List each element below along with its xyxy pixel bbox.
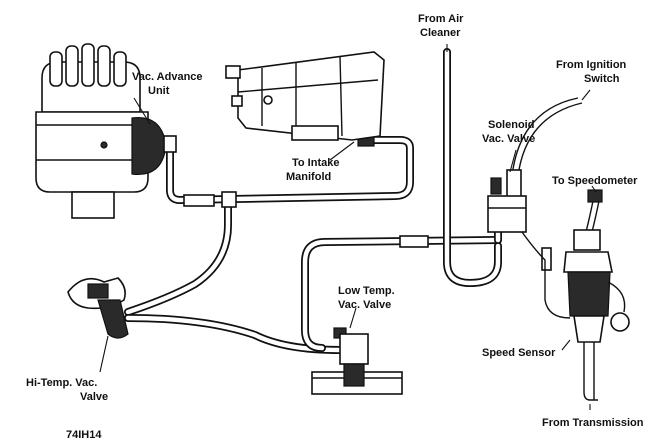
hi-temp-vac-valve bbox=[67, 277, 129, 339]
ignition-switch-label-2: Switch bbox=[584, 73, 620, 85]
leader-lines bbox=[99, 44, 597, 410]
low-temp-label-1: Low Temp. bbox=[338, 285, 395, 297]
low-temp-label-2: Vac. Valve bbox=[338, 299, 391, 311]
labels: Vac. Advance Unit To Intake Manifold Fro… bbox=[26, 13, 644, 441]
speed-sensor bbox=[563, 189, 630, 401]
vacuum-hoses bbox=[124, 48, 502, 354]
figure-code: 74IH14 bbox=[66, 429, 102, 441]
intake-manifold-label-2: Manifold bbox=[286, 171, 331, 183]
vac-advance-unit bbox=[131, 116, 177, 176]
low-temp-vac-valve bbox=[311, 327, 403, 395]
solenoid-label-2: Vac. Valve bbox=[482, 133, 535, 145]
hi-temp-label-2: Valve bbox=[80, 391, 108, 403]
intake-manifold-label-1: To Intake bbox=[292, 157, 339, 169]
vac-advance-label-2: Unit bbox=[148, 85, 170, 97]
carburetor bbox=[225, 51, 385, 141]
hose-couplings bbox=[183, 134, 552, 271]
hi-temp-label-1: Hi-Temp. Vac. bbox=[26, 377, 97, 389]
air-cleaner-label-2: Cleaner bbox=[420, 27, 461, 39]
solenoid-vac-valve bbox=[487, 97, 583, 233]
distributor bbox=[35, 43, 149, 219]
solenoid-label-1: Solenoid bbox=[488, 119, 534, 131]
transmission-label: From Transmission bbox=[542, 417, 644, 429]
sensor-wire bbox=[521, 231, 571, 319]
air-cleaner-label-1: From Air bbox=[418, 13, 464, 25]
ignition-switch-label-1: From Ignition bbox=[556, 59, 627, 71]
speed-sensor-label: Speed Sensor bbox=[482, 347, 556, 359]
vac-advance-label-1: Vac. Advance bbox=[132, 71, 203, 83]
speedometer-label: To Speedometer bbox=[552, 175, 638, 187]
